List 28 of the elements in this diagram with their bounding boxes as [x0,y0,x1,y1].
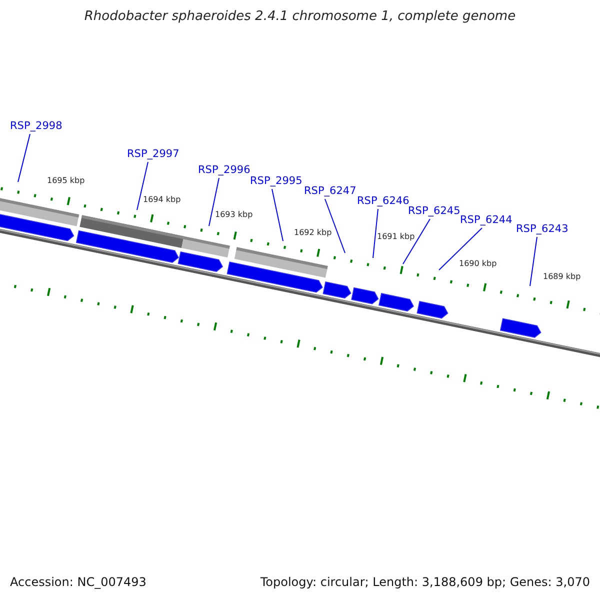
leader-line [272,188,284,242]
scale-label: 1695 kbp [47,177,85,185]
leader-line [208,178,220,226]
scale-label: 1691 kbp [377,233,415,241]
genome-summary-text: Topology: circular; Length: 3,188,609 bp; Genes: 3,070 [260,576,590,588]
gene-label: RSP_6244 [460,215,512,226]
gene-label: RSP_2997 [127,149,180,160]
leader-line [136,162,148,210]
leader-line [324,198,346,254]
leader-line [438,228,482,270]
gene-label: RSP_6247 [304,186,356,196]
gene-label: RSP_2998 [10,121,62,132]
gene-label: RSP_2996 [198,165,250,176]
accession-text: Accession: NC_007493 [10,576,146,588]
scale-label: 1690 kbp [459,260,497,268]
leader-line [530,236,538,286]
leader-line [18,134,30,182]
scale-label: 1689 kbp [543,273,581,281]
gene-label: RSP_2995 [250,176,302,186]
leader-line [372,208,378,258]
gene-label: RSP_6243 [516,224,568,234]
gene-label: RSP_6246 [357,196,410,206]
title: Rhodobacter sphaeroides 2.4.1 chromosome 1, complete genome [83,10,517,23]
scale-label: 1694 kbp [143,196,181,204]
scale-label: 1692 kbp [294,229,332,237]
scale-label: 1693 kbp [215,211,253,219]
gene-label: RSP_6245 [408,206,460,216]
leader-line [402,218,430,264]
